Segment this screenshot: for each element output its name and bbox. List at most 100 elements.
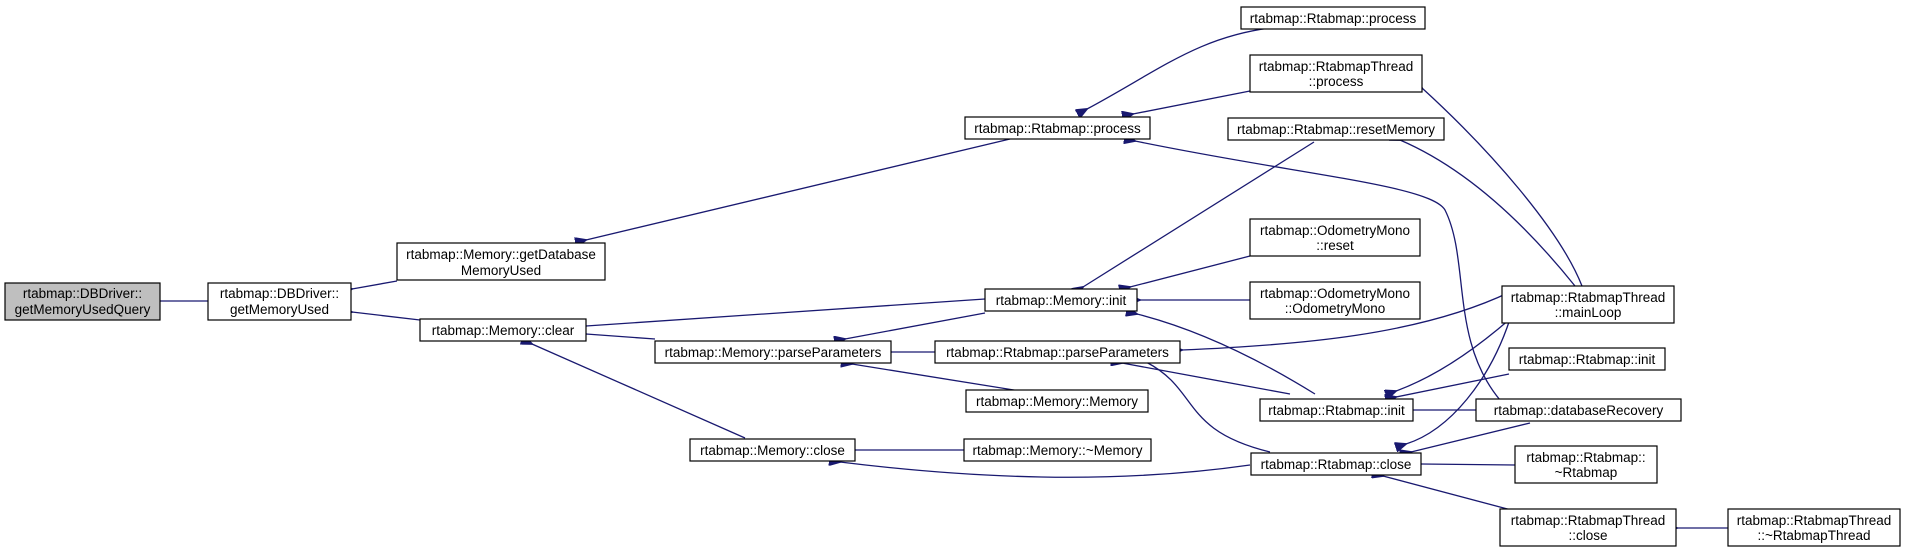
- node-rtabmapthread-dtor[interactable]: rtabmap::RtabmapThread ::~RtabmapThread: [1727, 508, 1901, 547]
- node-rtabmap-close[interactable]: rtabmap::Rtabmap::close: [1250, 452, 1422, 476]
- node-label-line: ::close: [1568, 528, 1607, 543]
- edge-rtabmap-dtor-to-rtabmap-close: [1421, 464, 1516, 465]
- svg-text:rtabmap::RtabmapThread: rtabmap::RtabmapThread: [1259, 59, 1414, 74]
- node-databaseRecovery[interactable]: rtabmap::databaseRecovery: [1475, 398, 1682, 422]
- edge-parseParameters-to-clear: [586, 334, 656, 340]
- edge-memory-clear-to-getMemoryUsed: [352, 312, 421, 321]
- svg-text:rtabmap::databaseRecovery: rtabmap::databaseRecovery: [1494, 403, 1664, 418]
- svg-text:::~RtabmapThread: ::~RtabmapThread: [1758, 528, 1871, 543]
- svg-text:rtabmap::Rtabmap::process: rtabmap::Rtabmap::process: [974, 121, 1141, 136]
- node-label-line: rtabmap::RtabmapThread: [1511, 290, 1666, 305]
- svg-text:rtabmap::Rtabmap::: rtabmap::Rtabmap::: [1526, 450, 1645, 465]
- svg-text:getMemoryUsedQuery: getMemoryUsedQuery: [15, 302, 151, 317]
- node-label-line: rtabmap::DBDriver::: [23, 286, 142, 301]
- node-label-line: rtabmap::RtabmapThread: [1511, 513, 1666, 528]
- node-label-line: ::reset: [1316, 238, 1354, 253]
- edge-getDatabaseMemoryUsed-to-getMemoryUsed: [352, 280, 398, 289]
- node-rtabmap-process-mid[interactable]: rtabmap::Rtabmap::process: [964, 116, 1151, 140]
- node-rtabmap-resetMemory[interactable]: rtabmap::Rtabmap::resetMemory: [1227, 117, 1445, 141]
- node-memory-clear[interactable]: rtabmap::Memory::clear: [419, 318, 587, 342]
- svg-text:rtabmap::Memory::clear: rtabmap::Memory::clear: [432, 323, 575, 338]
- edge-mainLoop-to-rtabmapthread-process: [1422, 88, 1583, 287]
- svg-text:rtabmap::Rtabmap::init: rtabmap::Rtabmap::init: [1519, 352, 1656, 367]
- edge-memory-close-to-clear: [532, 344, 746, 439]
- edge-resetMemory-to-memory-init: [1083, 141, 1315, 287]
- node-label-line: getMemoryUsed: [230, 302, 329, 317]
- node-rtabmapthread-process[interactable]: rtabmap::RtabmapThread ::process: [1249, 54, 1423, 93]
- node-label-line: rtabmap::Rtabmap::init: [1268, 403, 1405, 418]
- node-memory-init[interactable]: rtabmap::Memory::init: [984, 288, 1138, 312]
- svg-text:rtabmap::Memory::Memory: rtabmap::Memory::Memory: [976, 394, 1138, 409]
- svg-text:rtabmap::Memory::close: rtabmap::Memory::close: [700, 443, 845, 458]
- node-memory-dtor[interactable]: rtabmap::Memory::~Memory: [963, 438, 1152, 462]
- node-label-line: rtabmap::Rtabmap::resetMemory: [1237, 122, 1435, 137]
- edge-rtabmap-init-mid-to-rtabmap-parseParameters: [1122, 363, 1291, 395]
- svg-text:rtabmap::OdometryMono: rtabmap::OdometryMono: [1260, 286, 1410, 301]
- svg-text:rtabmap::Memory::getDatabase: rtabmap::Memory::getDatabase: [406, 247, 596, 262]
- svg-text:::mainLoop: ::mainLoop: [1555, 305, 1622, 320]
- svg-text:::close: ::close: [1568, 528, 1607, 543]
- node-label-line: ~Rtabmap: [1555, 465, 1618, 480]
- node-label-line: rtabmap::DBDriver::: [220, 286, 339, 301]
- node-rtabmapthread-mainLoop[interactable]: rtabmap::RtabmapThread ::mainLoop: [1501, 285, 1675, 324]
- node-memory-parseParameters[interactable]: rtabmap::Memory::parseParameters: [654, 340, 892, 364]
- edge-memory-init-to-clear: [586, 298, 986, 326]
- svg-text:rtabmap::Rtabmap::parseParamet: rtabmap::Rtabmap::parseParameters: [946, 345, 1169, 360]
- node-memory-ctor[interactable]: rtabmap::Memory::Memory: [965, 389, 1149, 413]
- node-label-line: rtabmap::Rtabmap::init: [1519, 352, 1656, 367]
- edge-memory-init-to-parseParameters: [845, 312, 986, 339]
- edge-rtabmap-init-right-to-rtabmap-init-mid: [1396, 373, 1510, 397]
- edge-memory-ctor-to-parseParameters: [852, 364, 1021, 392]
- edge-rtabmap-process-to-getDatabaseMemoryUsed: [586, 138, 1011, 240]
- node-rtabmap-init-mid[interactable]: rtabmap::Rtabmap::init: [1259, 398, 1414, 422]
- svg-text:rtabmap::Rtabmap::process: rtabmap::Rtabmap::process: [1250, 11, 1417, 26]
- node-label-line: rtabmap::Memory::parseParameters: [665, 345, 882, 360]
- edge-rtabmap-close-to-memory-close: [840, 462, 1251, 478]
- node-dbdriver-getMemoryUsed[interactable]: rtabmap::DBDriver:: getMemoryUsed: [207, 282, 352, 321]
- node-label-line: rtabmap::databaseRecovery: [1494, 403, 1664, 418]
- edge-rtabmap-process-top-to-process: [1087, 26, 1279, 109]
- node-memory-close[interactable]: rtabmap::Memory::close: [689, 438, 856, 462]
- node-label-line: rtabmap::Memory::init: [996, 293, 1127, 308]
- node-label-line: rtabmap::Rtabmap::parseParameters: [946, 345, 1169, 360]
- svg-text:rtabmap::Memory::~Memory: rtabmap::Memory::~Memory: [973, 443, 1143, 458]
- node-dbdriver-getMemoryUsedQuery[interactable]: rtabmap::DBDriver:: getMemoryUsedQuery: [4, 282, 161, 321]
- node-label-line: rtabmap::RtabmapThread: [1259, 59, 1414, 74]
- svg-text:rtabmap::RtabmapThread: rtabmap::RtabmapThread: [1511, 290, 1666, 305]
- node-odometrymono-reset[interactable]: rtabmap::OdometryMono ::reset: [1249, 218, 1421, 257]
- svg-text:~Rtabmap: ~Rtabmap: [1555, 465, 1618, 480]
- node-label-line: rtabmap::Memory::~Memory: [973, 443, 1143, 458]
- svg-text:getMemoryUsed: getMemoryUsed: [230, 302, 329, 317]
- svg-text:::process: ::process: [1309, 74, 1364, 89]
- edge-mainLoop-to-resetMemory: [1400, 140, 1576, 287]
- node-rtabmap-parseParameters[interactable]: rtabmap::Rtabmap::parseParameters: [934, 340, 1181, 364]
- node-label-line: rtabmap::Memory::close: [700, 443, 845, 458]
- node-label-line: MemoryUsed: [461, 263, 541, 278]
- node-label-line: rtabmap::Rtabmap::close: [1261, 457, 1412, 472]
- node-rtabmap-dtor[interactable]: rtabmap::Rtabmap:: ~Rtabmap: [1514, 445, 1658, 484]
- node-rtabmapthread-close[interactable]: rtabmap::RtabmapThread ::close: [1499, 508, 1677, 547]
- svg-text:rtabmap::DBDriver::: rtabmap::DBDriver::: [220, 286, 339, 301]
- svg-text:rtabmap::Rtabmap::close: rtabmap::Rtabmap::close: [1261, 457, 1412, 472]
- edge-databaseRecovery-to-rtabmap-close: [1411, 422, 1531, 452]
- node-rtabmap-process-top[interactable]: rtabmap::Rtabmap::process: [1240, 6, 1426, 30]
- svg-text:rtabmap::RtabmapThread: rtabmap::RtabmapThread: [1737, 513, 1892, 528]
- svg-text:rtabmap::Memory::init: rtabmap::Memory::init: [996, 293, 1127, 308]
- svg-text:rtabmap::OdometryMono: rtabmap::OdometryMono: [1260, 223, 1410, 238]
- node-label-line: rtabmap::Rtabmap::: [1526, 450, 1645, 465]
- node-odometrymono-ctor[interactable]: rtabmap::OdometryMono ::OdometryMono: [1249, 281, 1421, 320]
- node-label-line: rtabmap::Memory::clear: [432, 323, 575, 338]
- svg-text:rtabmap::RtabmapThread: rtabmap::RtabmapThread: [1511, 513, 1666, 528]
- edge-mainLoop-to-rtabmap-close: [1406, 318, 1511, 444]
- edge-rtabmapthread-close-to-rtabmap-close: [1383, 476, 1516, 512]
- node-rtabmap-init-right[interactable]: rtabmap::Rtabmap::init: [1508, 347, 1666, 371]
- node-label-line: rtabmap::Memory::getDatabase: [406, 247, 596, 262]
- node-memory-getDatabaseMemoryUsed[interactable]: rtabmap::Memory::getDatabase MemoryUsed: [396, 242, 606, 281]
- svg-text:::OdometryMono: ::OdometryMono: [1285, 301, 1386, 316]
- edges: [160, 26, 1728, 528]
- edge-mainLoop-to-rtabmap-parseParameters: [1182, 291, 1511, 350]
- node-label-line: rtabmap::OdometryMono: [1260, 286, 1410, 301]
- svg-text:rtabmap::Rtabmap::init: rtabmap::Rtabmap::init: [1268, 403, 1405, 418]
- node-label-line: ::process: [1309, 74, 1364, 89]
